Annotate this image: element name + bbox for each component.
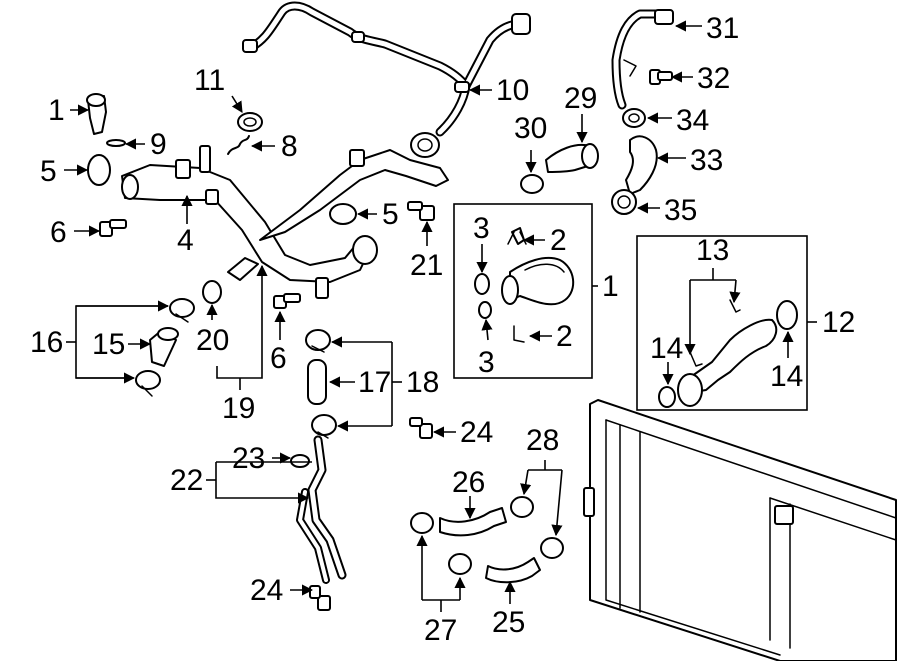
callout-35: 35 xyxy=(664,194,697,227)
pipe-31 xyxy=(611,9,674,110)
o-ring-14-left xyxy=(658,386,676,408)
callout-7: 1 xyxy=(48,94,65,127)
callout-5-right: 5 xyxy=(382,198,399,231)
hose-1 xyxy=(501,227,575,343)
clamp-28-top xyxy=(510,496,534,518)
hose-25 xyxy=(485,557,541,584)
o-ring-5-left xyxy=(87,154,111,186)
callout-19: 19 xyxy=(222,392,255,425)
hose-33 xyxy=(625,135,658,195)
hose-12 xyxy=(677,299,778,407)
coolant-pipe-4 xyxy=(121,145,449,299)
callout-6-left: 6 xyxy=(50,216,67,249)
callout-26: 26 xyxy=(452,466,485,499)
pipe-22 xyxy=(296,435,347,584)
callout-4: 4 xyxy=(177,224,194,257)
clamp-16-bottom xyxy=(135,370,161,397)
o-ring-20 xyxy=(202,280,222,304)
hose-15 xyxy=(149,327,179,367)
callout-20: 20 xyxy=(196,324,229,357)
clamp-18-bottom xyxy=(311,414,337,439)
clamp-28-bottom xyxy=(540,537,564,559)
bolt-24-upper xyxy=(409,417,433,439)
callout-5-left: 5 xyxy=(40,155,57,188)
callout-25: 25 xyxy=(492,606,525,639)
hose-17 xyxy=(307,359,327,405)
clamp-27-bottom xyxy=(448,553,472,575)
callout-28: 28 xyxy=(526,424,559,457)
leader-lines xyxy=(64,20,817,612)
bolt-32 xyxy=(649,69,673,85)
bolt-6-mid xyxy=(273,293,301,309)
o-ring-14-right xyxy=(776,300,798,330)
callout-29: 29 xyxy=(564,82,597,115)
callout-3-top: 3 xyxy=(473,212,490,245)
radiator xyxy=(583,399,897,661)
o-ring-3-bottom xyxy=(478,301,492,319)
callout-13: 13 xyxy=(696,234,729,267)
callout-30: 30 xyxy=(514,112,547,145)
callout-22: 22 xyxy=(170,464,203,497)
callout-34: 34 xyxy=(676,104,709,137)
clamp-18-top xyxy=(305,329,331,353)
upper-hose-10 xyxy=(242,1,531,158)
clip-8 xyxy=(227,135,250,155)
callout-32: 32 xyxy=(697,62,730,95)
bolt-21 xyxy=(407,201,435,221)
callout-2-top: 2 xyxy=(550,224,567,257)
clamp-16-top xyxy=(169,298,195,323)
callout-33: 33 xyxy=(690,144,723,177)
callout-10: 10 xyxy=(496,74,529,107)
seal-23 xyxy=(290,454,310,468)
callout-17: 17 xyxy=(358,366,391,399)
kit-12-box xyxy=(636,235,808,411)
callout-24-lower: 24 xyxy=(250,574,283,607)
callout-27: 27 xyxy=(424,614,457,647)
clamp-11 xyxy=(237,112,263,132)
callout-6-mid: 6 xyxy=(270,342,287,375)
o-ring-3-top xyxy=(474,273,490,295)
clamp-35 xyxy=(611,189,637,215)
seal-9 xyxy=(106,139,126,147)
clamp-34 xyxy=(622,108,646,128)
callout-12: 12 xyxy=(822,306,855,339)
kit-1-box xyxy=(453,203,593,379)
callout-11: 11 xyxy=(194,64,225,97)
callout-15: 15 xyxy=(92,328,125,361)
callout-18: 18 xyxy=(406,366,439,399)
callout-2-bottom: 2 xyxy=(556,320,573,353)
callout-31: 31 xyxy=(706,12,739,45)
callout-9: 9 xyxy=(150,128,167,161)
callout-14-left: 14 xyxy=(650,332,683,365)
bolt-24-lower xyxy=(309,585,331,611)
callout-21: 21 xyxy=(410,249,443,282)
callout-14-right: 14 xyxy=(770,360,803,393)
clamp-30 xyxy=(520,174,544,194)
clamp-27-top xyxy=(410,512,434,534)
callout-3-bottom: 3 xyxy=(478,346,495,379)
callout-labels: 1 9 5 6 4 11 8 10 5 21 20 6 19 16 15 17 … xyxy=(30,12,855,647)
callout-kit-1: 1 xyxy=(602,270,619,303)
bolt-6-left xyxy=(99,219,127,237)
sensor-7 xyxy=(86,93,107,135)
o-ring-5-right xyxy=(329,203,357,225)
hose-26 xyxy=(439,507,507,537)
callout-23: 23 xyxy=(232,442,265,475)
callout-8: 8 xyxy=(281,130,298,163)
hose-29 xyxy=(545,143,599,173)
callout-16: 16 xyxy=(30,326,63,359)
callout-24-upper: 24 xyxy=(460,416,493,449)
